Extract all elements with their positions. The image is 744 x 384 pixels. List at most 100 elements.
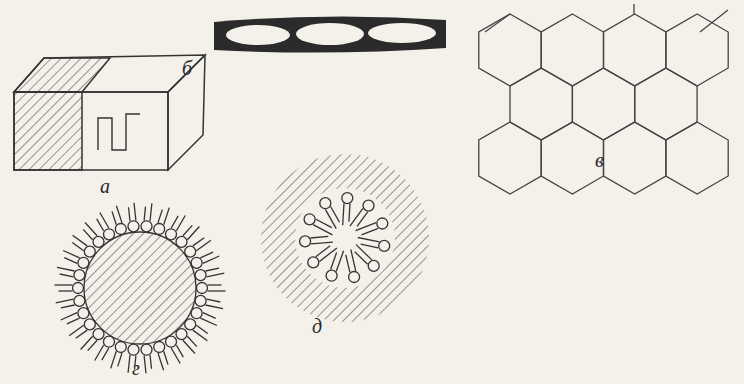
lipid-head xyxy=(185,319,196,330)
lipid-tail xyxy=(112,211,116,224)
lipid-tail xyxy=(358,238,380,242)
lipid-head xyxy=(166,229,177,240)
lipid-tail xyxy=(63,251,80,258)
lipid-tail xyxy=(76,330,87,338)
lipid-head xyxy=(176,329,187,340)
hexagon-cell xyxy=(510,68,572,140)
lipid-tail xyxy=(208,284,222,285)
bond-stub xyxy=(700,10,728,32)
lipid-tail xyxy=(203,256,219,263)
lipid-tail xyxy=(320,248,337,261)
lipid-tail xyxy=(134,203,136,221)
lipid-tail xyxy=(203,313,216,319)
lipid-head xyxy=(128,221,139,232)
lipid-tail xyxy=(336,251,343,272)
lipid-head xyxy=(166,336,177,347)
lipid-head xyxy=(78,308,89,319)
lipid-head xyxy=(176,236,187,247)
lipid-head xyxy=(379,240,390,251)
lipid-tail xyxy=(207,273,225,277)
lipid-head xyxy=(104,229,115,240)
lipid-tail xyxy=(356,245,372,260)
lipid-tail xyxy=(313,225,332,235)
hexagon-network xyxy=(479,4,728,194)
lipid-tail xyxy=(128,355,130,373)
figure-letter: г xyxy=(132,358,140,378)
lipid-head xyxy=(84,319,95,330)
lipid-tail xyxy=(331,253,337,270)
figure-letter: б xyxy=(182,58,192,78)
micelle xyxy=(55,203,226,374)
lipid-head xyxy=(195,270,206,281)
lipid-head xyxy=(308,257,319,268)
lipid-tail xyxy=(118,353,122,366)
lipid-tail xyxy=(56,299,74,303)
lipid-head xyxy=(377,218,388,229)
lipid-tail xyxy=(164,351,168,364)
lipid-head xyxy=(93,236,104,247)
lipid-tail xyxy=(158,353,164,370)
lipid-head xyxy=(342,193,353,204)
lipid-tail xyxy=(150,355,152,369)
lipid-head xyxy=(141,221,152,232)
block-figure xyxy=(14,55,205,170)
lipid-tail xyxy=(193,238,204,246)
hexagon-cell xyxy=(666,122,728,194)
hexagon-cell xyxy=(572,68,634,140)
lipid-tail xyxy=(97,219,104,231)
hexagon-cell xyxy=(604,14,666,86)
lipid-tail xyxy=(350,208,363,226)
lipid-tail xyxy=(176,345,183,357)
lipid-head xyxy=(195,295,206,306)
lipid-head xyxy=(73,283,84,294)
lipid-tail xyxy=(164,208,170,225)
figure-letter: д xyxy=(312,316,322,336)
hexagon-cell xyxy=(479,14,541,86)
bond-stub xyxy=(485,14,510,32)
lipid-tail xyxy=(200,252,213,258)
lipid-head xyxy=(349,272,360,283)
lipid-tail xyxy=(158,210,162,223)
lipid-tail xyxy=(64,258,77,264)
lipid-tail xyxy=(361,244,379,248)
lipid-head xyxy=(191,257,202,268)
lipid-tail xyxy=(187,336,196,346)
lipid-head xyxy=(74,270,85,281)
hexagon-cell xyxy=(666,14,728,86)
lipid-head xyxy=(93,329,104,340)
lipid-tail xyxy=(129,207,131,221)
lipid-head xyxy=(368,260,379,271)
lipid-head xyxy=(74,295,85,306)
lipid-tail xyxy=(61,313,77,320)
lipid-head xyxy=(185,246,196,257)
hexagon-cell xyxy=(541,14,603,86)
lipid-tail xyxy=(144,355,146,373)
porous-band xyxy=(214,16,446,52)
lipid-tail xyxy=(310,236,328,238)
figure-letter: в xyxy=(595,150,604,170)
lipid-head xyxy=(84,246,95,257)
hexagon-cell xyxy=(479,122,541,194)
lipid-head xyxy=(326,270,337,281)
lipid-tail xyxy=(343,203,344,225)
lipid-tail xyxy=(102,348,109,360)
lipid-tail xyxy=(351,250,356,271)
lipid-tail xyxy=(57,267,75,271)
lipid-tail xyxy=(349,204,350,222)
lipid-head xyxy=(320,198,331,209)
lipid-tail xyxy=(316,219,332,227)
lipid-tail xyxy=(325,209,336,228)
lipid-tail xyxy=(362,228,379,235)
lipid-head xyxy=(115,342,126,353)
lipid-head xyxy=(115,224,126,235)
lipid-head xyxy=(78,257,89,268)
lipid-tail xyxy=(61,305,75,308)
lipid-head xyxy=(363,200,374,211)
lipid-tail xyxy=(144,207,145,221)
lipid-tail xyxy=(83,229,92,239)
lipid-tail xyxy=(183,225,192,235)
lipid-tail xyxy=(207,299,221,302)
lipid-tail xyxy=(72,243,83,251)
lipid-head xyxy=(304,214,315,225)
